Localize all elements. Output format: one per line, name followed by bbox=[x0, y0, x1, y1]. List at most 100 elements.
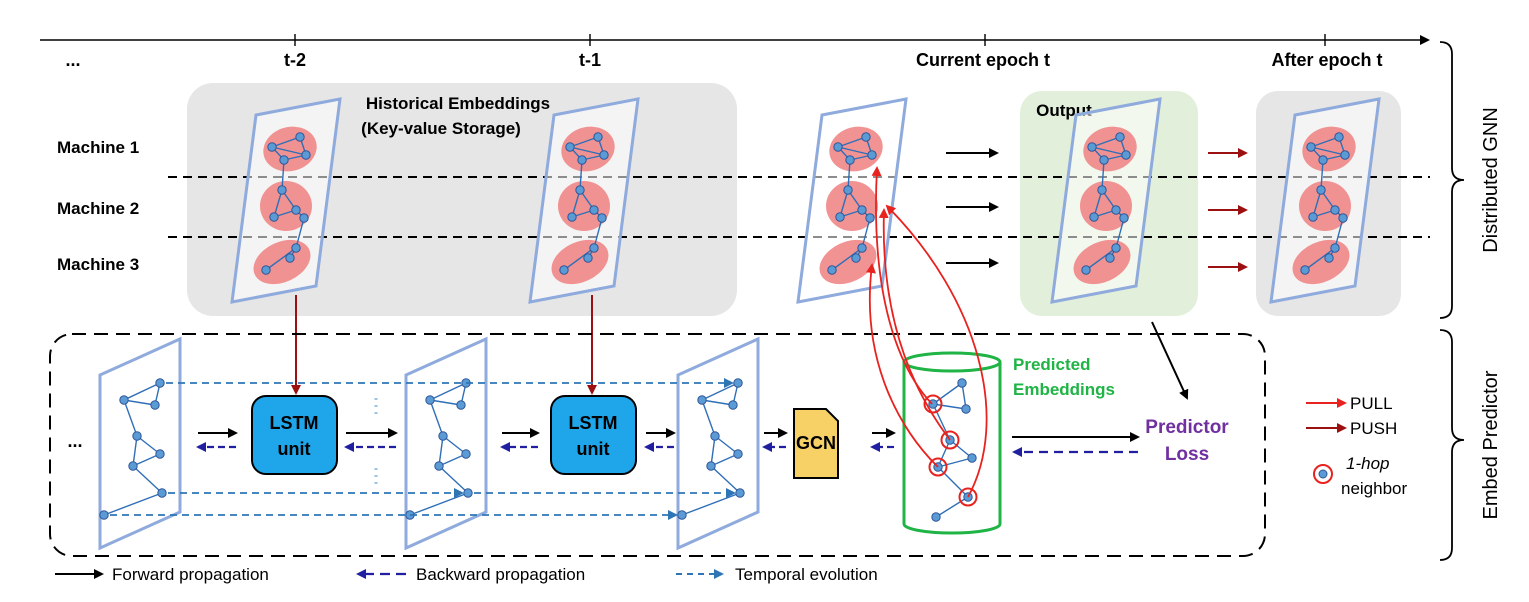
predicted-graph-node bbox=[967, 453, 977, 463]
plane-t-minus-1-node bbox=[593, 132, 603, 142]
plane-after-edge bbox=[1320, 159, 1324, 191]
plane-current-edge bbox=[847, 159, 851, 191]
plane-output-node bbox=[1099, 155, 1109, 165]
pred-plane-2-node bbox=[434, 461, 444, 471]
pred-plane-1 bbox=[98, 336, 182, 551]
pred-plane-2-edge bbox=[429, 399, 462, 406]
plane-t-minus-1-node bbox=[583, 253, 593, 263]
pred-plane-3-edge bbox=[701, 399, 716, 437]
timeline-t-minus-2: t-2 bbox=[284, 50, 306, 70]
predictor-loss-line2: Loss bbox=[1165, 444, 1209, 465]
pred-plane-1-edge bbox=[103, 492, 163, 516]
plane-t-minus-1-node bbox=[577, 155, 587, 165]
plane-after-edge bbox=[1310, 136, 1340, 148]
predicted-graph-edge bbox=[937, 466, 969, 498]
lstm-unit-2: LSTM unit bbox=[550, 395, 637, 475]
gcn-block: GCN bbox=[793, 408, 839, 479]
plane-current-node bbox=[827, 265, 837, 275]
plane-t-minus-2-node bbox=[291, 205, 301, 215]
plane-current bbox=[796, 97, 908, 304]
historical-title-line1: Historical Embeddings bbox=[366, 94, 550, 113]
plane-current-node bbox=[845, 155, 855, 165]
embed-predictor-brace bbox=[1439, 329, 1465, 561]
plane-output-node bbox=[1111, 205, 1121, 215]
pred-plane-3-edge bbox=[714, 435, 739, 455]
legend-forward-label: Forward propagation bbox=[112, 565, 269, 584]
plane-current-edge bbox=[831, 247, 863, 271]
pred-plane-1-edge bbox=[136, 435, 161, 455]
predicted-graph-edge bbox=[932, 403, 967, 410]
plane-output-node bbox=[1119, 213, 1129, 223]
plane-t-minus-2-node bbox=[269, 212, 279, 222]
pred-plane-2 bbox=[404, 336, 488, 551]
pred-plane-1-node bbox=[99, 510, 109, 520]
predicted-graph-edge bbox=[935, 496, 969, 518]
legend-temporal-label: Temporal evolution bbox=[735, 565, 878, 584]
plane-after-edge bbox=[1334, 217, 1344, 249]
pred-plane-3 bbox=[676, 336, 760, 551]
plane-t-minus-2-edge bbox=[281, 159, 285, 191]
plane-current-node bbox=[865, 213, 875, 223]
plane-current-edge bbox=[837, 146, 873, 156]
one-hop-neighbor-ring bbox=[923, 394, 943, 414]
pred-plane-2-edge bbox=[442, 435, 467, 455]
plane-t-minus-1-node bbox=[597, 213, 607, 223]
machine-3-label: Machine 3 bbox=[57, 255, 139, 274]
timeline-after-epoch: After epoch t bbox=[1271, 50, 1382, 70]
plane-current-node bbox=[851, 253, 861, 263]
pred-plane-1-node bbox=[155, 378, 165, 388]
plane-t-minus-2-edge bbox=[265, 247, 297, 271]
timeline bbox=[40, 34, 1430, 46]
plane-t-minus-2-node bbox=[299, 213, 309, 223]
predicted-line1: Predicted bbox=[1013, 355, 1090, 374]
plane-t-minus-1-edge bbox=[563, 247, 595, 271]
predicted-graph-edge bbox=[932, 382, 963, 405]
pred-plane-3-node bbox=[697, 395, 707, 405]
machine-1-label: Machine 1 bbox=[57, 138, 139, 157]
legend-neighbor-label: neighbor bbox=[1341, 479, 1408, 498]
plane-output-node bbox=[1115, 132, 1125, 142]
plane-output-node bbox=[1089, 212, 1099, 222]
pred-plane-3-node bbox=[733, 378, 743, 388]
plane-t-minus-1 bbox=[528, 97, 640, 304]
plane-after-node bbox=[1334, 132, 1344, 142]
legend-pull-label: PULL bbox=[1350, 394, 1393, 413]
pred-plane-3-node bbox=[710, 431, 720, 441]
plane-current-node bbox=[867, 150, 877, 160]
plane-t-minus-2-node bbox=[285, 253, 295, 263]
pred-plane-3-edge bbox=[701, 399, 734, 406]
pred-plane-3-node bbox=[733, 449, 743, 459]
plane-output-edge bbox=[1091, 136, 1121, 148]
pred-plane-2-node bbox=[425, 395, 435, 405]
plane-t-minus-2 bbox=[230, 97, 342, 304]
plane-after-node bbox=[1308, 212, 1318, 222]
plane-current-node bbox=[857, 205, 867, 215]
plane-t-minus-2-node bbox=[267, 142, 277, 152]
plane-after-node bbox=[1318, 155, 1328, 165]
plane-t-minus-1-edge bbox=[579, 159, 583, 191]
plane-current-node bbox=[843, 185, 853, 195]
distributed-gnn-label: Distributed GNN bbox=[1480, 107, 1502, 253]
pred-plane-2-edge bbox=[438, 453, 467, 467]
one-hop-neighbor-ring bbox=[940, 430, 960, 450]
plane-t-minus-1-node bbox=[559, 265, 569, 275]
plane-after-node bbox=[1330, 205, 1340, 215]
legend-one-hop-icon bbox=[1313, 464, 1333, 484]
embed-predictor-box bbox=[49, 333, 1266, 557]
plane-t-minus-1-node bbox=[589, 243, 599, 253]
plane-output-node bbox=[1097, 185, 1107, 195]
pred-plane-3-edge bbox=[710, 453, 739, 467]
plane-after-edge bbox=[1304, 247, 1336, 271]
pred-plane-2-node bbox=[438, 431, 448, 441]
lstm-unit-1: LSTM unit bbox=[251, 395, 338, 475]
pred-plane-2-edge bbox=[438, 435, 444, 467]
plane-t-minus-1-node bbox=[575, 185, 585, 195]
plane-current-edge bbox=[837, 136, 867, 148]
plane-after-node bbox=[1324, 253, 1334, 263]
plane-after-node bbox=[1306, 142, 1316, 152]
plane-output-node bbox=[1111, 243, 1121, 253]
plane-output-edge bbox=[1091, 146, 1127, 156]
pred-plane-1-node bbox=[157, 488, 167, 498]
plane-after-node bbox=[1300, 265, 1310, 275]
pred-plane-2-node bbox=[456, 400, 466, 410]
